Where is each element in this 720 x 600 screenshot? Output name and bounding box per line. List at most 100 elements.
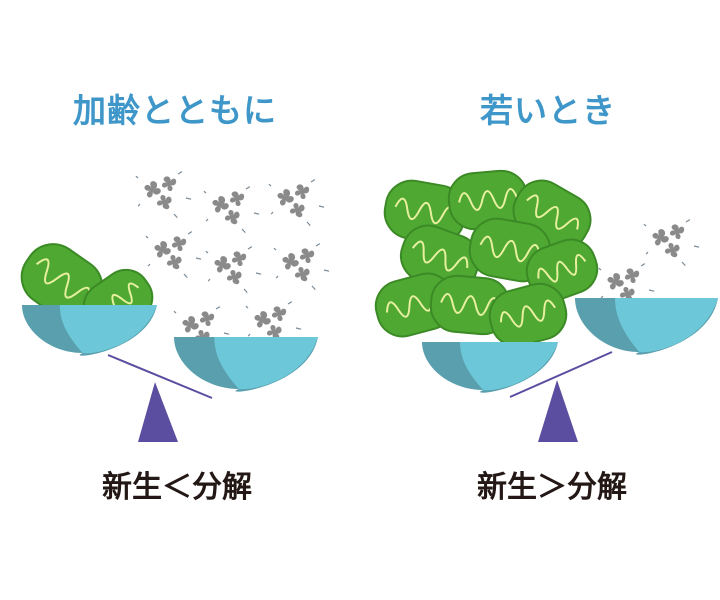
debris-spark: [205, 218, 209, 222]
debris-shape: [624, 268, 640, 284]
debris-shape: [214, 256, 231, 273]
debris-spark: [135, 175, 139, 179]
debris-shape: [161, 176, 177, 192]
fulcrum-triangle: [138, 382, 178, 442]
debris-shape: [166, 254, 182, 270]
debris-spark: [247, 246, 253, 250]
debris-fragment: [299, 248, 315, 264]
left-bowl-light: [22, 305, 157, 356]
debris-fragment: [254, 311, 271, 328]
debris-fragment: [607, 273, 624, 290]
cristae: [394, 197, 456, 225]
debris-shape: [271, 306, 287, 322]
debris-spark: [223, 332, 230, 335]
debris-shape: [182, 316, 199, 333]
debris-fragment: [277, 189, 294, 206]
debris-fragment: [161, 176, 177, 192]
debris-spark: [640, 263, 646, 267]
left-panel-title: 加齢とともに: [73, 91, 277, 130]
debris-spark: [147, 263, 151, 267]
debris-fragment: [214, 256, 231, 273]
bowl-front: [214, 337, 318, 390]
debris-spark: [318, 205, 325, 208]
debris-fragment: [664, 242, 680, 258]
cristae: [537, 254, 587, 283]
debris-shape: [294, 266, 310, 282]
debris-fragment: [271, 306, 287, 322]
debris-spark: [185, 197, 192, 200]
debris-fragment: [154, 241, 171, 258]
debris-shape: [231, 251, 247, 267]
left-bowl-heavy: [174, 337, 318, 392]
debris-fragment: [171, 236, 187, 252]
debris-spark: [245, 186, 251, 190]
debris-fragment: [669, 224, 685, 240]
debris-spark: [207, 278, 211, 282]
scales: [22, 298, 718, 442]
bowl-front: [615, 298, 718, 353]
debris-fragment: [224, 209, 240, 225]
debris-spark: [215, 306, 221, 310]
debris-fragment: [226, 269, 242, 285]
debris-fragment: [144, 181, 161, 198]
cristae: [499, 299, 556, 328]
debris-shape: [619, 286, 635, 302]
debris-fragment: [182, 316, 199, 333]
debris-fragment: [166, 254, 182, 270]
debris-spark: [270, 211, 274, 215]
debris-shape: [299, 248, 315, 264]
debris-fragment: [624, 268, 640, 284]
debris-spark: [643, 223, 647, 227]
debris-spark: [243, 288, 248, 294]
debris-shape: [254, 311, 271, 328]
right-panel-caption: 新生＞分解: [477, 470, 627, 505]
cristae: [35, 258, 91, 301]
debris-spark: [645, 251, 649, 255]
debris-fragment: [229, 191, 245, 207]
debris-spark: [693, 245, 700, 248]
debris-spark: [310, 179, 316, 183]
debris-shape: [607, 273, 624, 290]
debris-shape: [171, 236, 187, 252]
debris-fragment: [619, 286, 635, 302]
debris-shape: [277, 189, 294, 206]
debris-fragment: [294, 266, 310, 282]
scale-beam: [107, 354, 213, 399]
debris-spark: [177, 171, 183, 175]
fulcrum-triangle: [538, 380, 578, 442]
debris-shape: [282, 253, 299, 270]
debris-spark: [241, 228, 246, 234]
debris-spark: [681, 261, 686, 267]
healthy-mitochondria: [20, 169, 599, 348]
debris-spark: [295, 327, 302, 330]
debris-spark: [203, 190, 207, 194]
debris-spark: [600, 295, 604, 299]
debris-spark: [173, 310, 177, 314]
right-bowl-light: [575, 298, 718, 355]
cristae: [440, 293, 500, 316]
cristae: [479, 235, 541, 263]
debris-shape: [266, 324, 282, 340]
debris-fragment: [156, 194, 172, 210]
debris-spark: [183, 273, 188, 279]
debris-shape: [226, 269, 242, 285]
debris-spark: [685, 219, 691, 223]
cristae: [458, 188, 518, 211]
debris-shape: [144, 181, 161, 198]
debris-spark: [255, 272, 262, 275]
debris-fragment: [282, 253, 299, 270]
debris-spark: [648, 289, 655, 292]
debris-spark: [268, 183, 272, 187]
debris-shape: [669, 224, 685, 240]
right-bowl-heavy: [422, 342, 558, 393]
debris-spark: [205, 250, 209, 254]
debris-fragment: [652, 229, 669, 246]
debris-spark: [275, 275, 279, 279]
debris-shape: [199, 311, 215, 327]
debris-spark: [173, 213, 178, 219]
debris-fragment: [231, 251, 247, 267]
debris-spark: [247, 333, 251, 337]
debris-shape: [212, 196, 229, 213]
debris-spark: [245, 305, 249, 309]
